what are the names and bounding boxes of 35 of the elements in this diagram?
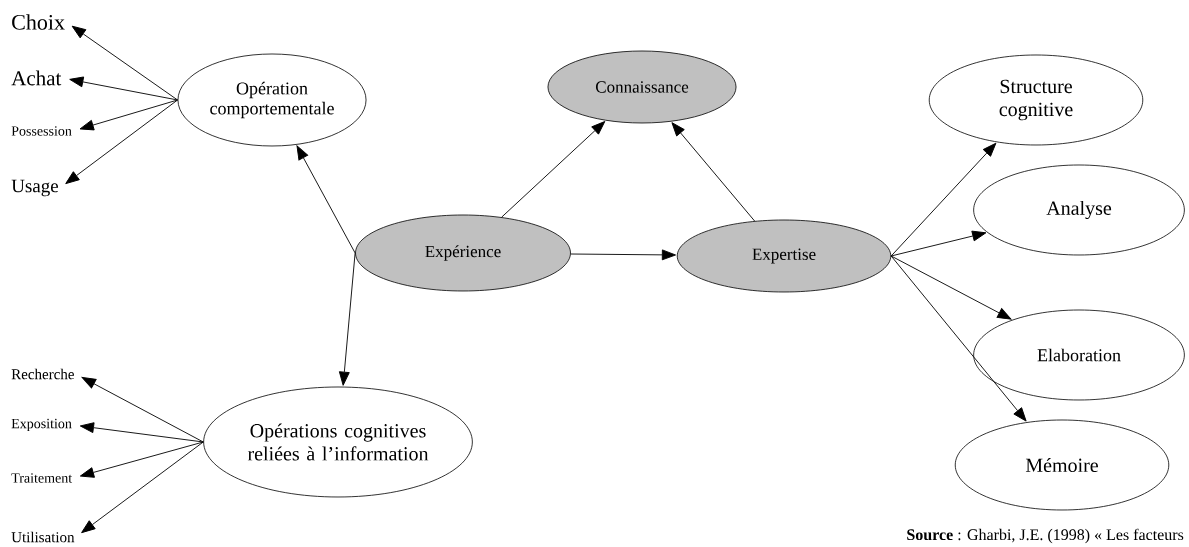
ellipse-node: Elaboration (973, 309, 1185, 401)
label-text: Choix (12, 14, 65, 30)
label-text: Exposition (11, 418, 72, 432)
arrow (671, 122, 756, 222)
arrow (79, 422, 204, 443)
arrow (570, 249, 677, 261)
ellipse-node: Expertise (676, 219, 892, 293)
arrow (79, 99, 178, 131)
label-text: Recherche (11, 368, 74, 380)
arrow (81, 377, 204, 443)
ellipse-node: Opération comportementale (177, 53, 367, 147)
label-text: Traitement (11, 473, 73, 483)
ellipse-node: Analyse (973, 164, 1185, 256)
arrow (65, 99, 178, 185)
arrow (69, 76, 178, 101)
ellipse-node: Expérience (355, 214, 571, 292)
arrow (79, 441, 204, 478)
arrow (81, 441, 204, 534)
arrow (296, 145, 356, 254)
arrow (890, 142, 997, 257)
arrow (338, 252, 356, 386)
ellipse-node: Mémoire (954, 419, 1170, 511)
label-text: Usage (11, 179, 59, 197)
label-text: Achat (11, 70, 62, 86)
ellipse-node: Opérations cognitives reliées à l’information (203, 386, 473, 498)
arrow (890, 255, 1027, 422)
label-text: Utilisation (11, 531, 75, 543)
arrow (71, 25, 178, 101)
ellipse-node: Connaissance (547, 50, 737, 124)
label-text: Possession (11, 126, 72, 136)
arrow (501, 121, 606, 218)
arrow (890, 255, 1012, 320)
ellipse-node: Structure cognitive (928, 54, 1144, 146)
arrow (890, 230, 987, 257)
source-note: Source : Gharbi, J.E. (1998) « Les facteurs (907, 528, 1184, 544)
